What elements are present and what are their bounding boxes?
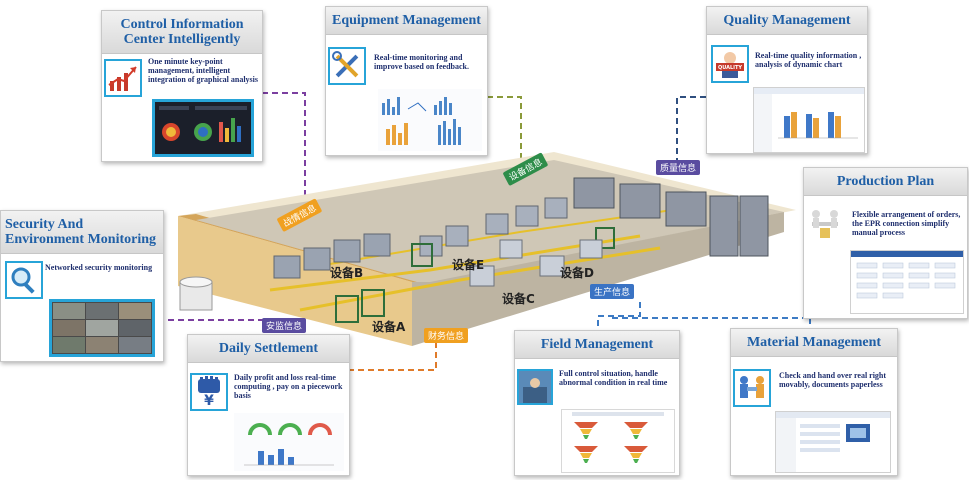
card-field: Field Management Full control situation,… bbox=[514, 330, 680, 476]
card-description: Real-time quality information , analysis… bbox=[755, 51, 862, 69]
field-funnel-screenshot bbox=[561, 409, 675, 473]
card-title: Control Information Center Intelligently bbox=[102, 11, 262, 54]
label-device-e: 设备E bbox=[452, 258, 485, 272]
card-title: Field Management bbox=[515, 331, 679, 359]
tag-quality-info: 质量信息 bbox=[656, 160, 701, 175]
card-material: Material Management Check and hand over … bbox=[730, 328, 898, 476]
card-description: Daily profit and loss real-time computin… bbox=[234, 373, 343, 400]
worker-photo-icon bbox=[517, 369, 553, 405]
card-control-info: Control Information Center Intelligently… bbox=[101, 10, 263, 162]
tag-security-info: 安监信息 bbox=[262, 318, 307, 333]
settlement-chart-screenshot bbox=[234, 413, 344, 471]
people-meeting-icon bbox=[806, 204, 844, 242]
card-description: Full control situation, handle abnormal … bbox=[559, 369, 668, 387]
card-description: Real-time monitoring and improve based o… bbox=[374, 53, 469, 71]
card-daily: Daily Settlement ¥ Daily profit and loss… bbox=[187, 334, 350, 476]
card-title: Daily Settlement bbox=[188, 335, 349, 363]
card-title: Quality Management bbox=[707, 7, 867, 35]
label-device-b: 设备B bbox=[330, 266, 364, 280]
cctv-grid-screenshot bbox=[49, 299, 155, 357]
yen-hand-icon: ¥ bbox=[190, 373, 228, 411]
trend-chart-icon bbox=[104, 59, 142, 97]
card-description: Check and hand over real right movably, … bbox=[779, 371, 887, 389]
tag-production-info: 生产信息 bbox=[590, 284, 635, 299]
card-description: One minute key-point management, intelli… bbox=[148, 57, 259, 84]
label-device-a: 设备A bbox=[372, 320, 406, 334]
card-equipment: Equipment Management Real-time monitorin… bbox=[325, 6, 488, 156]
quality-badge-text: QUALITY bbox=[718, 65, 742, 71]
card-production: Production Plan Flexible arrangement of … bbox=[803, 167, 968, 319]
magnifier-icon bbox=[5, 261, 43, 299]
card-title: Material Management bbox=[731, 329, 897, 357]
card-title: Equipment Management bbox=[326, 7, 487, 35]
label-device-c: 设备C bbox=[502, 292, 535, 306]
card-title: Security And Environment Monitoring bbox=[1, 211, 163, 254]
handshake-icon bbox=[733, 369, 771, 407]
card-description: Networked security monitoring bbox=[45, 263, 153, 272]
production-form-screenshot bbox=[850, 250, 964, 314]
tag-finance-info: 财务信息 bbox=[424, 328, 469, 343]
quality-chart-screenshot bbox=[753, 87, 865, 153]
card-security: Security And Environment Monitoring Netw… bbox=[0, 210, 164, 362]
label-device-d: 设备D bbox=[560, 266, 594, 280]
equipment-chart-screenshot bbox=[378, 89, 482, 151]
card-description: Flexible arrangement of orders, the EPR … bbox=[852, 210, 961, 237]
quality-badge-icon: QUALITY bbox=[711, 45, 749, 83]
material-app-screenshot bbox=[775, 411, 891, 473]
card-quality: Quality Management QUALITY Real-time qua… bbox=[706, 6, 868, 154]
dashboard-screenshot bbox=[152, 99, 254, 157]
yen-symbol: ¥ bbox=[204, 393, 214, 409]
tools-icon bbox=[328, 47, 366, 85]
card-title: Production Plan bbox=[804, 168, 967, 196]
